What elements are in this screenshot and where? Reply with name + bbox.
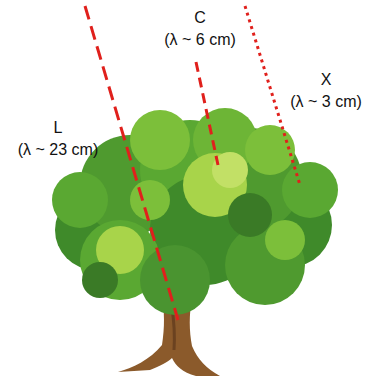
- band-name: X: [321, 70, 332, 90]
- band-name: C: [194, 8, 206, 28]
- tree-canopy: [52, 108, 338, 315]
- band-name: L: [54, 118, 63, 138]
- l-band-ray: [85, 6, 178, 320]
- band-wavelength: (λ ~ 3 cm): [290, 92, 362, 112]
- band-wavelength: (λ ~ 23 cm): [18, 140, 98, 160]
- band-wavelength: (λ ~ 6 cm): [164, 30, 236, 50]
- radar-rays: [85, 6, 300, 320]
- c-band-ray: [196, 62, 218, 165]
